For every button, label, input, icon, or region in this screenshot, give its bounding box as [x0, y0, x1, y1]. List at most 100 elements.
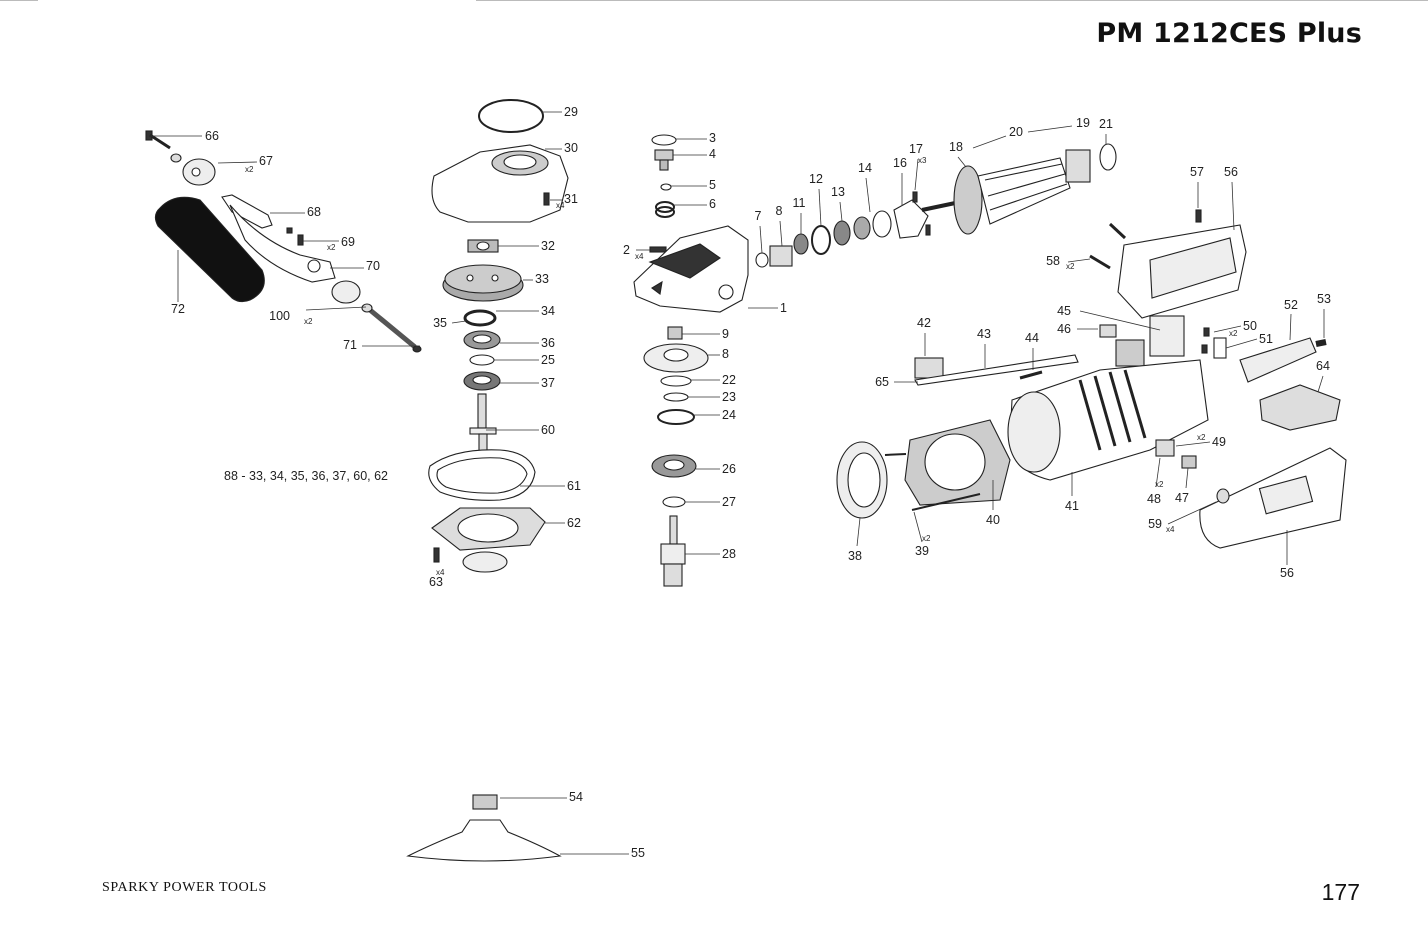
- part-36-bearing: [463, 330, 501, 350]
- part-label-64: 64: [1316, 359, 1330, 373]
- quantity-mark: x2: [245, 165, 254, 174]
- part-60-spindle: [469, 393, 497, 453]
- part-label-23: 23: [722, 390, 736, 404]
- part-40-stator: [904, 419, 1011, 506]
- part-label-67: 67: [259, 154, 273, 168]
- part-label-61: 61: [567, 479, 581, 493]
- part-label-48: 48: [1147, 492, 1161, 506]
- quantity-mark: x4: [436, 568, 445, 577]
- part-label-60: 60: [541, 423, 555, 437]
- part-label-24: 24: [722, 408, 736, 422]
- quantity-mark: x2: [1229, 329, 1238, 338]
- leader-line-64: [1317, 375, 1324, 393]
- part-label-40: 40: [986, 513, 1000, 527]
- leader-line-12: [818, 188, 822, 227]
- part-34-35-circlip: [463, 309, 497, 327]
- quantity-mark: x3: [918, 156, 927, 165]
- leader-line-35: [451, 320, 467, 324]
- page-number: 177: [1321, 879, 1360, 905]
- part-56-upper-cover: [1117, 224, 1247, 319]
- quantity-mark: x2: [1197, 433, 1206, 442]
- part-67-washer: [170, 153, 216, 186]
- part-label-69: 69: [341, 235, 355, 249]
- leader-line-49: [1175, 441, 1211, 447]
- part-64-electronics: [1259, 384, 1341, 431]
- part-label-72: 72: [171, 302, 185, 316]
- part-label-52: 52: [1284, 298, 1298, 312]
- part-label-12: 12: [809, 172, 823, 186]
- part-61-gasket: [428, 449, 536, 501]
- part-label-56: 56: [1280, 566, 1294, 580]
- part-31-screw: [543, 192, 550, 206]
- part-52-53-cable: [1239, 337, 1327, 383]
- top-rule-left: [0, 0, 38, 1]
- part-label-53: 53: [1317, 292, 1331, 306]
- part-label-45: 45: [1057, 304, 1071, 318]
- part-label-66: 66: [205, 129, 219, 143]
- part-label-27: 27: [722, 495, 736, 509]
- part-47-48-49-brushes: [1155, 439, 1197, 469]
- part-62-bearing-flange: [431, 507, 546, 573]
- part-22-washer: [660, 375, 692, 387]
- leader-line-17: [914, 158, 919, 191]
- part-26-bearing: [651, 454, 697, 478]
- part-70-washer: [307, 259, 361, 304]
- part-29-oring: [478, 99, 544, 133]
- part-label-70: 70: [366, 259, 380, 273]
- part-13-bearing: [833, 220, 851, 246]
- leader-line-8: [779, 220, 783, 247]
- kit-note: 88 - 33, 34, 35, 36, 37, 60, 62: [224, 469, 388, 483]
- part-8b-pinion: [769, 245, 793, 267]
- part-18-armature: [921, 149, 1091, 235]
- part-44-spring: [1019, 370, 1043, 380]
- part-55-backing-pad: [406, 819, 562, 862]
- part-41-motor-housing: [1007, 359, 1209, 481]
- part-label-9: 9: [722, 327, 729, 341]
- leader-line-52: [1289, 313, 1292, 341]
- part-label-2: 2: [623, 243, 630, 257]
- part-label-5: 5: [709, 178, 716, 192]
- part-label-71: 71: [343, 338, 357, 352]
- part-label-32: 32: [541, 239, 555, 253]
- part-24-circlip: [657, 409, 695, 425]
- leader-line-100: [305, 306, 367, 311]
- footer-brand: SPARKY POWER TOOLS: [102, 880, 267, 895]
- leader-line-38: [856, 517, 861, 547]
- leader-line-7: [759, 225, 763, 254]
- leader-line-50: [1213, 325, 1242, 333]
- leader-line-51: [1225, 338, 1258, 349]
- part-7-nut: [755, 252, 769, 268]
- part-label-8: 8: [722, 347, 729, 361]
- part-label-55: 55: [631, 846, 645, 860]
- part-label-100: 100: [269, 309, 290, 323]
- leader-line-45: [1079, 310, 1161, 331]
- part-label-38: 38: [848, 549, 862, 563]
- part-23-washer: [663, 392, 689, 402]
- part-27-washer: [662, 496, 686, 508]
- leader-line-56: [1231, 181, 1235, 231]
- top-rule-right: [476, 0, 1428, 1]
- part-9-bushing: [667, 326, 683, 340]
- part-37-bearing: [463, 371, 501, 391]
- leader-line-39: [913, 511, 923, 543]
- part-label-62: 62: [567, 516, 581, 530]
- part-38-fan-baffle: [836, 441, 888, 519]
- leader-line-59: [1167, 501, 1217, 525]
- part-1-gear-housing: [633, 225, 749, 313]
- part-label-35: 35: [433, 316, 447, 330]
- part-45-46-switch-module: [1099, 315, 1185, 367]
- part-label-30: 30: [564, 141, 578, 155]
- part-63-screw: [433, 547, 440, 563]
- part-label-18: 18: [949, 140, 963, 154]
- part-label-21: 21: [1099, 117, 1113, 131]
- quantity-mark: x4: [556, 201, 565, 210]
- part-label-26: 26: [722, 462, 736, 476]
- part-28-spindle: [660, 515, 686, 587]
- part-50-51-brush-holder: [1201, 327, 1227, 359]
- part-label-50: 50: [1243, 319, 1257, 333]
- part-label-42: 42: [917, 316, 931, 330]
- part-label-41: 41: [1065, 499, 1079, 513]
- part-label-14: 14: [858, 161, 872, 175]
- part-43-slide-rod: [914, 354, 1079, 386]
- quantity-mark: x2: [327, 243, 336, 252]
